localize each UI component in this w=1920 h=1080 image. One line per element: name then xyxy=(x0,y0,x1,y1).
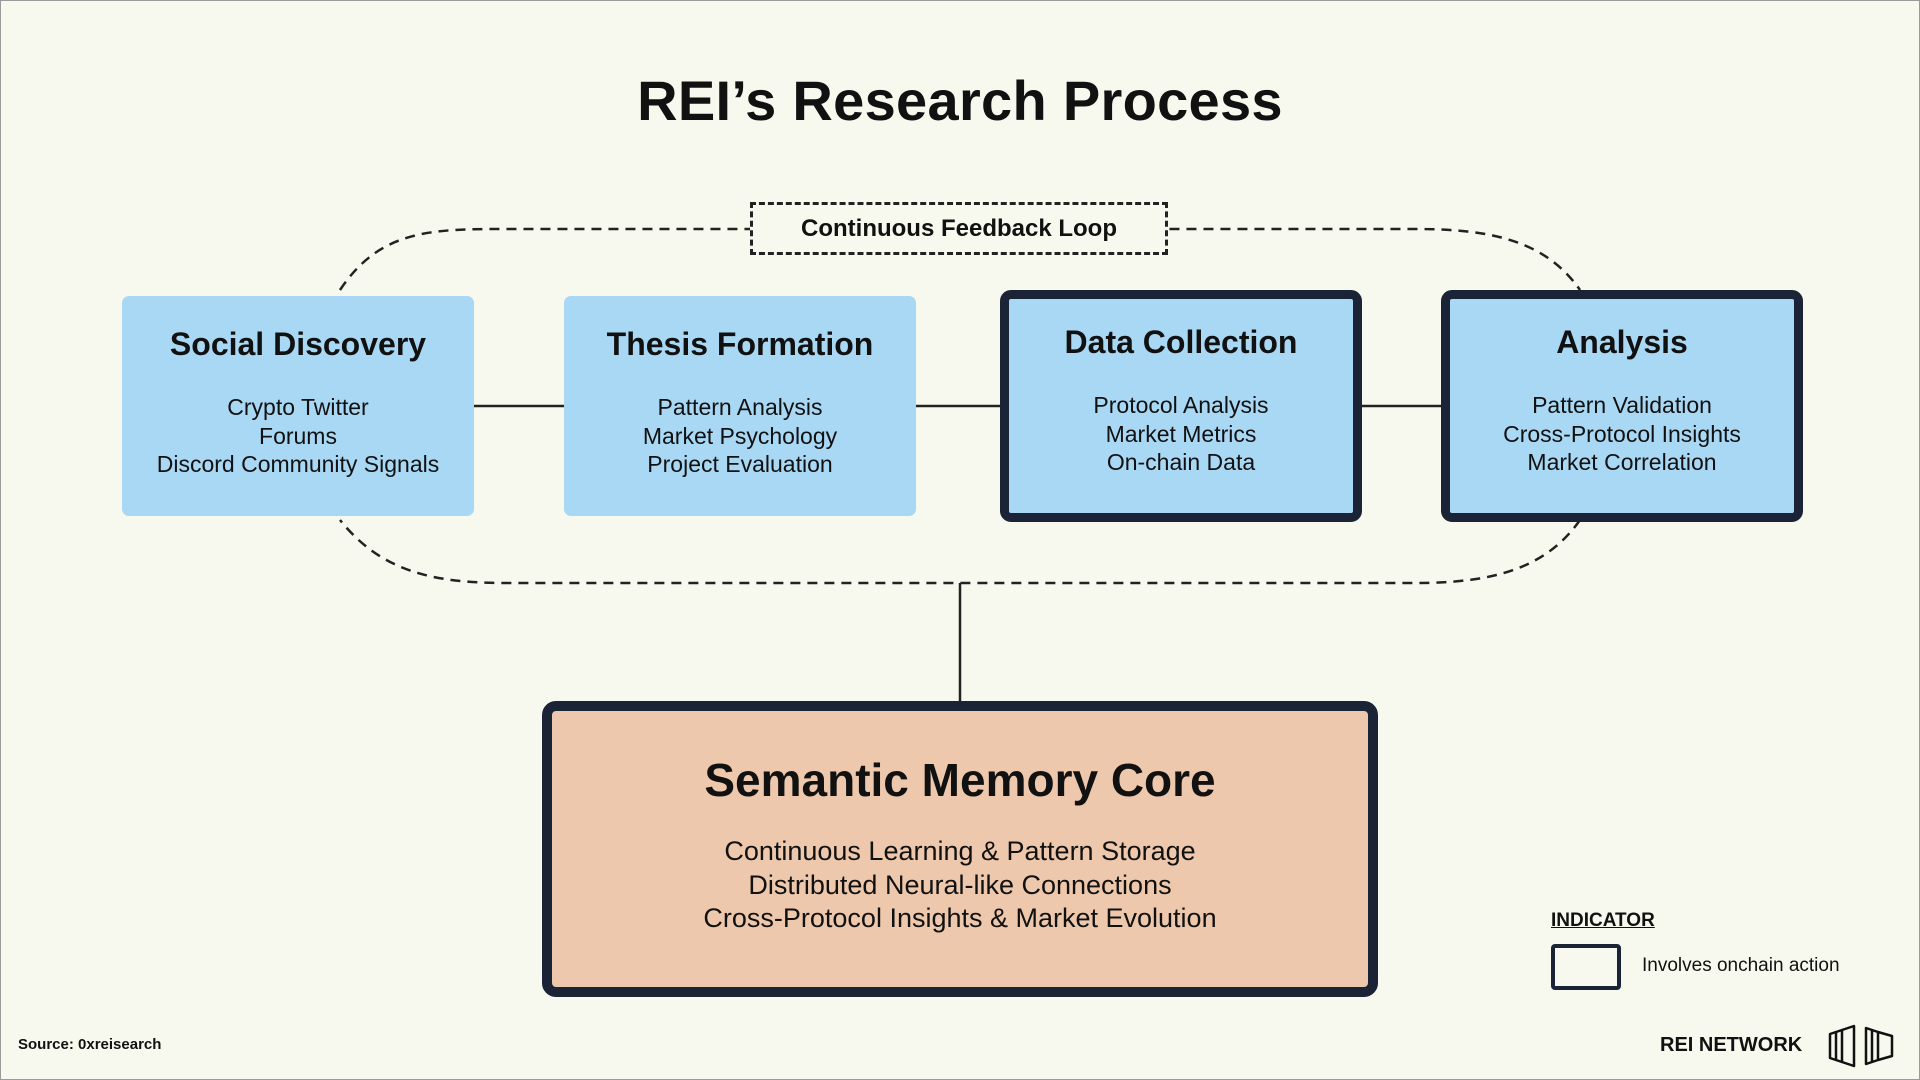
indicator-title: INDICATOR xyxy=(1551,910,1655,931)
stage-thesis-formation: Thesis Formation Pattern Analysis Market… xyxy=(564,296,916,516)
rei-logo-icon xyxy=(1828,1024,1894,1068)
feedback-loop-label: Continuous Feedback Loop xyxy=(750,202,1168,255)
stage-item: Pattern Validation xyxy=(1532,392,1712,418)
stage-item: Discord Community Signals xyxy=(156,451,440,477)
indicator-swatch xyxy=(1551,944,1621,990)
feedback-loop-path xyxy=(338,227,1582,585)
stage-item: Cross-Protocol Insights xyxy=(1503,420,1741,447)
page-title: REI’s Research Process xyxy=(637,69,1283,132)
stage-analysis: Analysis Pattern Validation Cross-Protoc… xyxy=(1441,290,1803,522)
stage-item: Forums xyxy=(259,422,337,449)
core-item: Cross-Protocol Insights & Market Evoluti… xyxy=(703,903,1217,933)
core-title: Semantic Memory Core xyxy=(704,754,1216,806)
stage-title: Social Discovery xyxy=(169,326,427,362)
stage-item: Pattern Analysis xyxy=(657,394,823,420)
core-item: Continuous Learning & Pattern Storage xyxy=(724,836,1196,866)
stage-item: Project Evaluation xyxy=(647,451,833,477)
stage-item: Market Correlation xyxy=(1527,449,1717,475)
stage-title: Thesis Formation xyxy=(606,326,874,362)
core-item: Distributed Neural-like Connections xyxy=(748,869,1172,900)
brand-name: REI NETWORK xyxy=(1660,1034,1803,1056)
source-note: Source: 0xreisearch xyxy=(18,1036,162,1053)
stage-title: Analysis xyxy=(1556,324,1688,360)
stage-title: Data Collection xyxy=(1064,324,1298,360)
indicator-label: Involves onchain action xyxy=(1642,955,1840,976)
stage-data-collection: Data Collection Protocol Analysis Market… xyxy=(1000,290,1362,522)
stage-item: Market Psychology xyxy=(642,422,838,449)
stage-item: Market Metrics xyxy=(1105,420,1257,447)
stage-item: Crypto Twitter xyxy=(227,394,369,420)
stage-social-discovery: Social Discovery Crypto Twitter Forums D… xyxy=(122,296,474,516)
stage-item: Protocol Analysis xyxy=(1093,392,1269,418)
stage-item: On-chain Data xyxy=(1106,449,1256,475)
semantic-memory-core: Semantic Memory Core Continuous Learning… xyxy=(542,701,1378,997)
